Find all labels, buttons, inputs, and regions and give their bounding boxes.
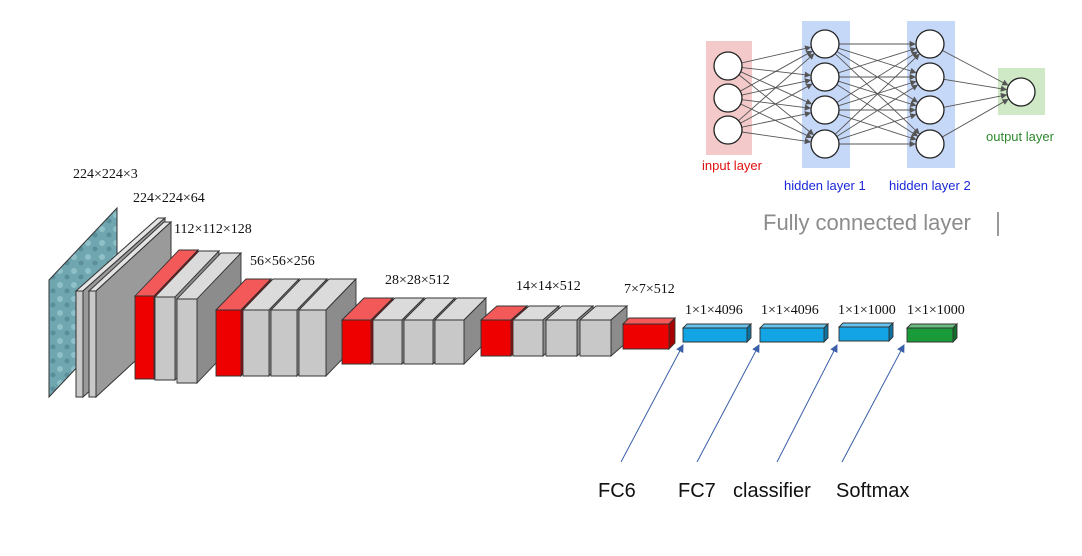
network-edge	[941, 98, 1009, 138]
dim-softmax: 1×1×1000	[907, 303, 965, 318]
classifier-pointer	[776, 344, 838, 463]
fc7-pointer	[696, 344, 760, 463]
network-edge	[943, 78, 1008, 92]
dim-fc7: 1×1×4096	[761, 303, 819, 318]
cnn-generated-blocks	[133, 248, 959, 385]
hidden-layer-2-label: hidden layer 2	[889, 178, 971, 193]
fc8-bar	[837, 321, 895, 343]
hidden-layer-1-label: hidden layer 1	[784, 178, 866, 193]
network-edge	[838, 47, 917, 74]
network-edge	[836, 84, 919, 137]
network-edge	[740, 50, 813, 92]
network-edge	[740, 103, 813, 139]
hidden1-node	[810, 95, 840, 125]
hidden1-node	[810, 62, 840, 92]
pool5-box	[621, 316, 677, 351]
dim-conv5: 14×14×512	[516, 279, 581, 294]
dim-input: 224×224×3	[73, 167, 138, 182]
output-node	[1006, 77, 1036, 107]
dim-conv3: 56×56×256	[250, 254, 315, 269]
network-edge	[838, 80, 917, 107]
network-edge	[836, 51, 919, 103]
network-nodes	[713, 29, 1036, 159]
network-edge	[834, 53, 920, 135]
hidden1-node	[810, 129, 840, 159]
conv1-block	[74, 216, 173, 399]
label-fc7: FC7	[678, 480, 716, 502]
dim-conv4: 28×28×512	[385, 273, 450, 288]
network-edge	[740, 83, 813, 124]
hidden2-node	[915, 62, 945, 92]
input-node	[713, 115, 743, 145]
fully-connected-title: Fully connected layer	[763, 210, 971, 235]
softmax-pointer	[841, 344, 905, 463]
output-layer-label: output layer	[986, 129, 1055, 144]
label-softmax: Softmax	[836, 480, 909, 502]
dim-fc8: 1×1×1000	[838, 303, 896, 318]
network-edge	[942, 50, 1009, 86]
input-layer-label: input layer	[702, 158, 763, 173]
network-edge	[741, 131, 812, 145]
pointer-arrows	[620, 344, 905, 463]
conv4-box-3	[433, 296, 488, 366]
network-edge	[741, 45, 812, 64]
fully-connected-network-inset: input layer hidden layer 1 hidden layer …	[702, 21, 1055, 236]
fc7-bar	[758, 322, 830, 344]
bottom-labels: FC6 FC7 classifier Softmax	[598, 480, 909, 502]
network-edge	[838, 113, 917, 141]
network-edge	[738, 53, 815, 122]
input-node	[713, 51, 743, 81]
hidden2-node	[915, 95, 945, 125]
hidden2-node	[915, 129, 945, 159]
hidden2-node	[915, 29, 945, 59]
cnn-layers	[48, 206, 173, 399]
hidden1-node	[810, 29, 840, 59]
dim-conv1: 224×224×64	[133, 191, 205, 206]
fc6-pointer	[620, 344, 684, 463]
dim-pool5: 7×7×512	[624, 282, 675, 297]
conv5-box-3	[578, 305, 629, 357]
network-edge	[741, 111, 812, 128]
dimension-labels: 224×224×3 224×224×64 112×112×128 56×56×2…	[73, 167, 965, 318]
input-node	[713, 83, 743, 113]
dim-conv2: 112×112×128	[174, 222, 252, 237]
dim-fc6: 1×1×4096	[685, 303, 743, 318]
network-edge	[943, 92, 1008, 108]
network-edges	[738, 40, 1009, 148]
softmax-bar	[905, 322, 959, 344]
fc6-bar	[681, 322, 753, 344]
label-fc6: FC6	[598, 480, 636, 502]
label-classifier: classifier	[733, 480, 811, 502]
